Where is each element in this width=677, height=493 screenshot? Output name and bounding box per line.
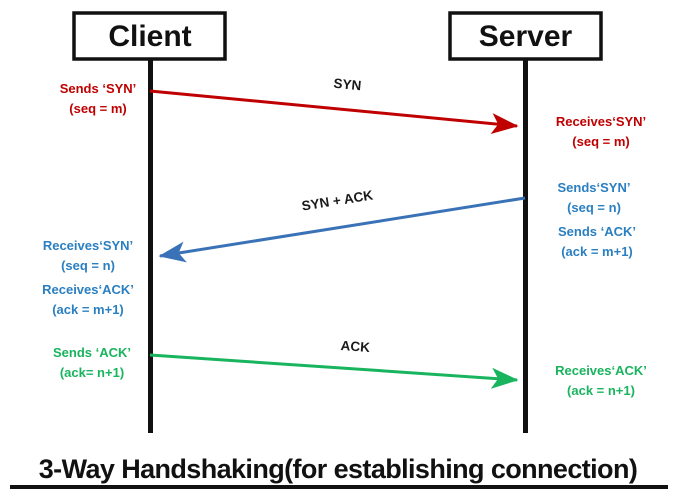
client-receives-ack-line1: Receives‘ACK’: [42, 282, 134, 297]
participant-server: Server: [448, 11, 603, 433]
server-annotation-sends-syn: Sends‘SYN’ (seq = n): [558, 180, 631, 215]
server-receives-ack-line2: (ack = n+1): [567, 383, 635, 398]
server-sends-ack-line1: Sends ‘ACK’: [558, 224, 636, 239]
ack-arrow: [149, 353, 519, 389]
server-annotation-receives-syn: Receives‘SYN’ (seq = m): [556, 114, 646, 149]
syn-ack-arrow: [158, 196, 526, 263]
message-syn-ack: SYN + ACK: [158, 187, 526, 263]
client-sends-ack-line1: Sends ‘ACK’: [53, 345, 131, 360]
server-sends-ack-line2: (ack = m+1): [561, 244, 633, 259]
syn-arrow: [149, 89, 519, 135]
server-receives-syn-line1: Receives‘SYN’: [556, 114, 646, 129]
client-receives-ack-line2: (ack = m+1): [52, 302, 124, 317]
message-ack: ACK: [149, 338, 519, 389]
diagram-caption: 3-Way Handshaking(for establishing conne…: [10, 454, 668, 489]
client-annotation-receives-ack: Receives‘ACK’ (ack = m+1): [42, 282, 134, 317]
caption-text: 3-Way Handshaking(for establishing conne…: [39, 454, 637, 484]
server-receives-syn-line2: (seq = m): [572, 134, 629, 149]
client-sends-syn-line2: (seq = m): [69, 101, 126, 116]
client-sends-ack-line2: (ack= n+1): [60, 365, 124, 380]
client-annotation-sends-syn: Sends ‘SYN’ (seq = m): [60, 81, 137, 116]
server-sends-syn-line2: (seq = n): [567, 200, 621, 215]
client-sends-syn-line1: Sends ‘SYN’: [60, 81, 137, 96]
server-receives-ack-line1: Receives‘ACK’: [555, 363, 647, 378]
client-annotation-receives-syn: Receives‘SYN’ (seq = n): [43, 238, 133, 273]
server-sends-syn-line1: Sends‘SYN’: [558, 180, 631, 195]
ack-arrow-label: ACK: [340, 338, 370, 355]
client-receives-syn-line2: (seq = n): [61, 258, 115, 273]
client-box-label: Client: [108, 20, 191, 53]
participant-client: Client: [72, 11, 227, 433]
server-box-label: Server: [479, 20, 573, 53]
client-receives-syn-line1: Receives‘SYN’: [43, 238, 133, 253]
message-syn: SYN: [149, 76, 519, 135]
server-annotation-sends-ack: Sends ‘ACK’ (ack = m+1): [558, 224, 636, 259]
client-annotation-sends-ack: Sends ‘ACK’ (ack= n+1): [53, 345, 131, 380]
syn-arrow-label: SYN: [333, 76, 362, 94]
syn-ack-arrow-label: SYN + ACK: [301, 187, 375, 213]
server-annotation-receives-ack: Receives‘ACK’ (ack = n+1): [555, 363, 647, 398]
